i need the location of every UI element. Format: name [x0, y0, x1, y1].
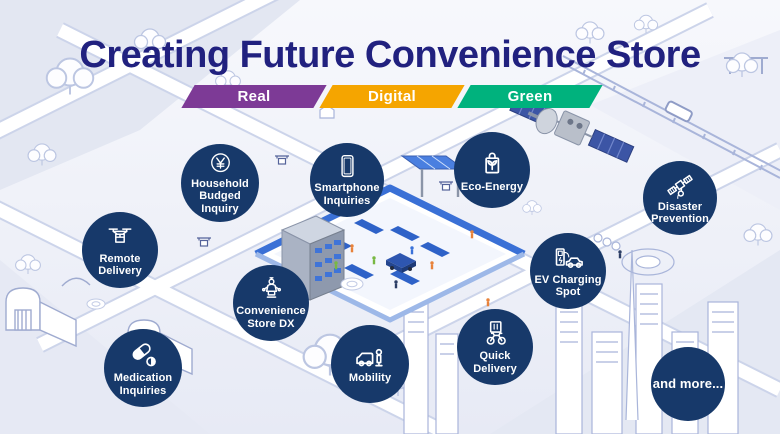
store-building	[254, 155, 623, 323]
bubble-eco-energy[interactable]: Eco-Energy	[454, 132, 530, 208]
banner-real-label: Real	[237, 88, 271, 105]
banner-digital[interactable]: Digital	[326, 85, 458, 108]
bubble-medication-inquiries[interactable]: Medication Inquiries	[104, 329, 182, 407]
bubble-label: Convenience Store DX	[236, 305, 306, 330]
bubble-label: EV Charging Spot	[534, 273, 602, 298]
drone-illustrations	[197, 155, 453, 247]
banner-green-label: Green	[507, 88, 553, 105]
bubble-mobility[interactable]: Mobility	[331, 325, 409, 403]
bubble-label: Remote Delivery	[98, 252, 142, 277]
bubble-label: Disaster Prevention	[651, 200, 709, 225]
banner-digital-label: Digital	[368, 88, 416, 105]
bubble-disaster-prevention[interactable]: Disaster Prevention	[643, 161, 717, 235]
bubble-label: Mobility	[348, 372, 392, 385]
delivery-van	[386, 253, 416, 273]
yen-icon	[210, 153, 230, 172]
banner-real[interactable]: Real	[188, 85, 320, 108]
bubble-smartphone-inquiries[interactable]: Smartphone Inquiries	[310, 143, 384, 217]
bubble-label: Smartphone Inquiries	[314, 182, 380, 207]
satellite-illustration	[509, 94, 635, 163]
bubble-and-more[interactable]: and more...	[651, 347, 725, 421]
category-banners: Real Digital Green	[188, 85, 596, 108]
bubble-quick-delivery[interactable]: Quick Delivery	[457, 309, 533, 385]
landing-pads	[86, 277, 364, 310]
smartphone-icon	[340, 155, 354, 178]
banner-green[interactable]: Green	[464, 85, 596, 108]
pills-icon	[132, 343, 156, 367]
drone-box-icon	[108, 227, 132, 243]
satellite-icon	[667, 174, 693, 199]
bubble-label: Eco-Energy	[460, 180, 524, 193]
bubble-label: Medication Inquiries	[113, 372, 173, 397]
bubble-household-budget-inquiry[interactable]: Household Budged Inquiry	[181, 144, 259, 222]
robot-icon	[261, 277, 281, 298]
eco-bag-icon	[485, 152, 500, 174]
bubble-remote-delivery[interactable]: Remote Delivery	[82, 212, 158, 288]
bubble-ev-charging-spot[interactable]: EV Charging Spot	[530, 233, 606, 309]
delivery-bike-icon	[486, 321, 506, 345]
bubble-label: Quick Delivery	[473, 350, 517, 375]
bubble-label: Household Budged Inquiry	[191, 177, 249, 215]
page-title: Creating Future Convenience Store	[79, 34, 701, 76]
mobility-van-icon	[356, 349, 383, 367]
bubble-label: and more...	[652, 375, 724, 391]
bubble-convenience-store-dx[interactable]: Convenience Store DX	[233, 265, 309, 341]
ev-charger-icon	[555, 247, 583, 268]
